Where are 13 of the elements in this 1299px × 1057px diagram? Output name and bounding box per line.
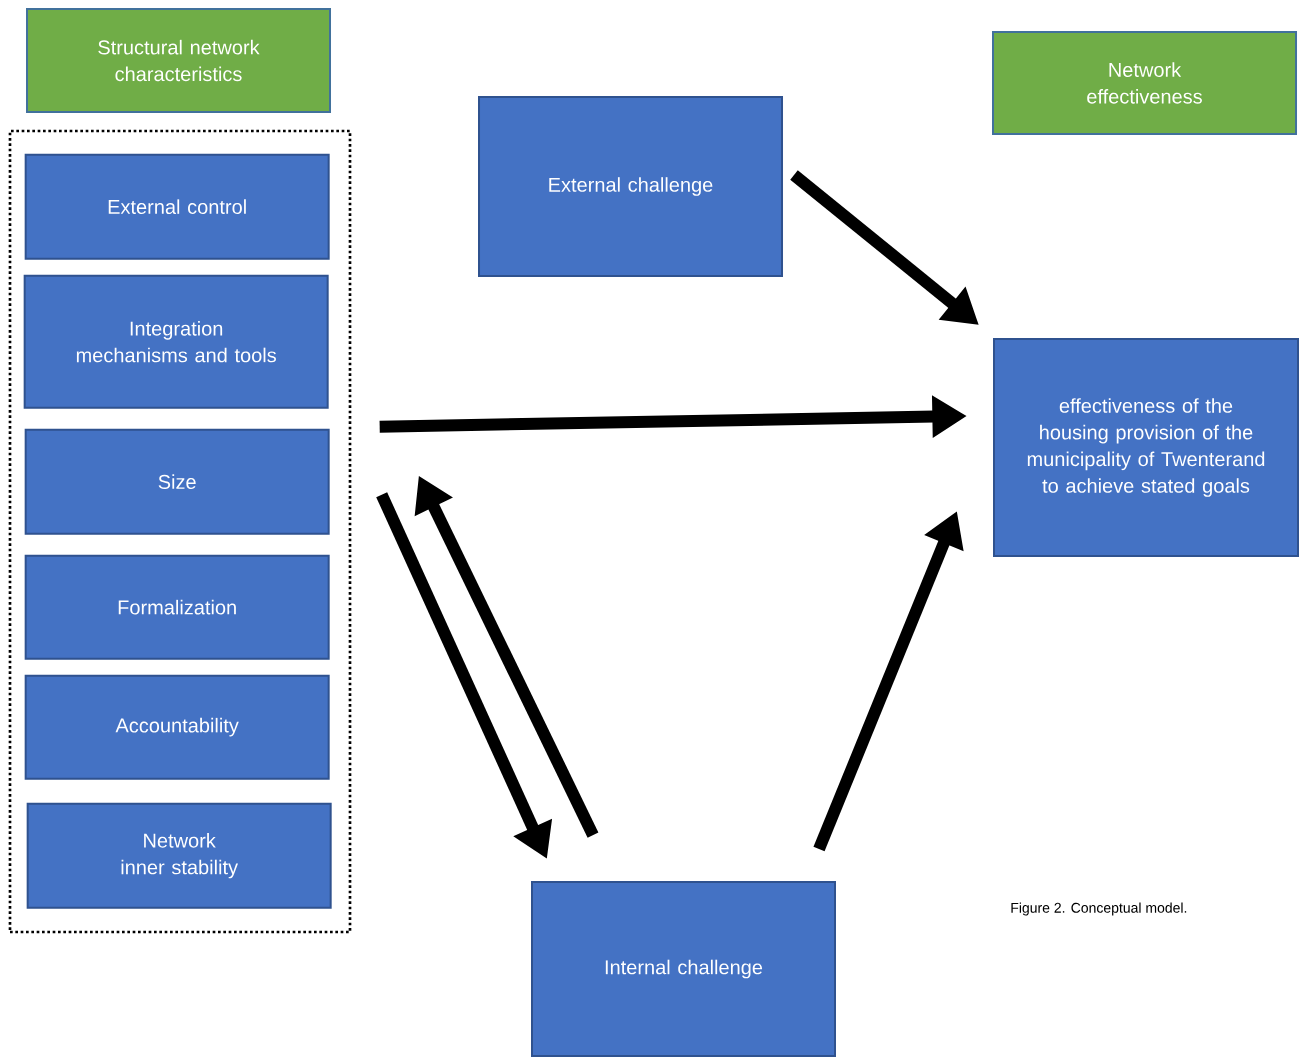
concept-box: Size: [24, 428, 330, 535]
concept-box: Accountability: [24, 674, 330, 780]
concept-box: effectiveness of the housing provision of the municipality of Twenterand to achieve stated goals: [993, 338, 1299, 557]
caption: Figure 2. Conceptual model.: [1011, 902, 1187, 916]
heading-box: Network effectiveness: [992, 31, 1297, 135]
heading-box: Structural network characteristics: [26, 8, 331, 113]
concept-box: Internal challenge: [531, 881, 836, 1057]
concept-box: External challenge: [478, 96, 783, 277]
concept-box: Network inner stability: [26, 802, 332, 909]
dotted-group-frame: [8, 129, 352, 934]
concept-box: Formalization: [24, 554, 330, 660]
concept-box: External control: [24, 153, 330, 260]
concept-box: Integration mechanisms and tools: [23, 274, 329, 409]
